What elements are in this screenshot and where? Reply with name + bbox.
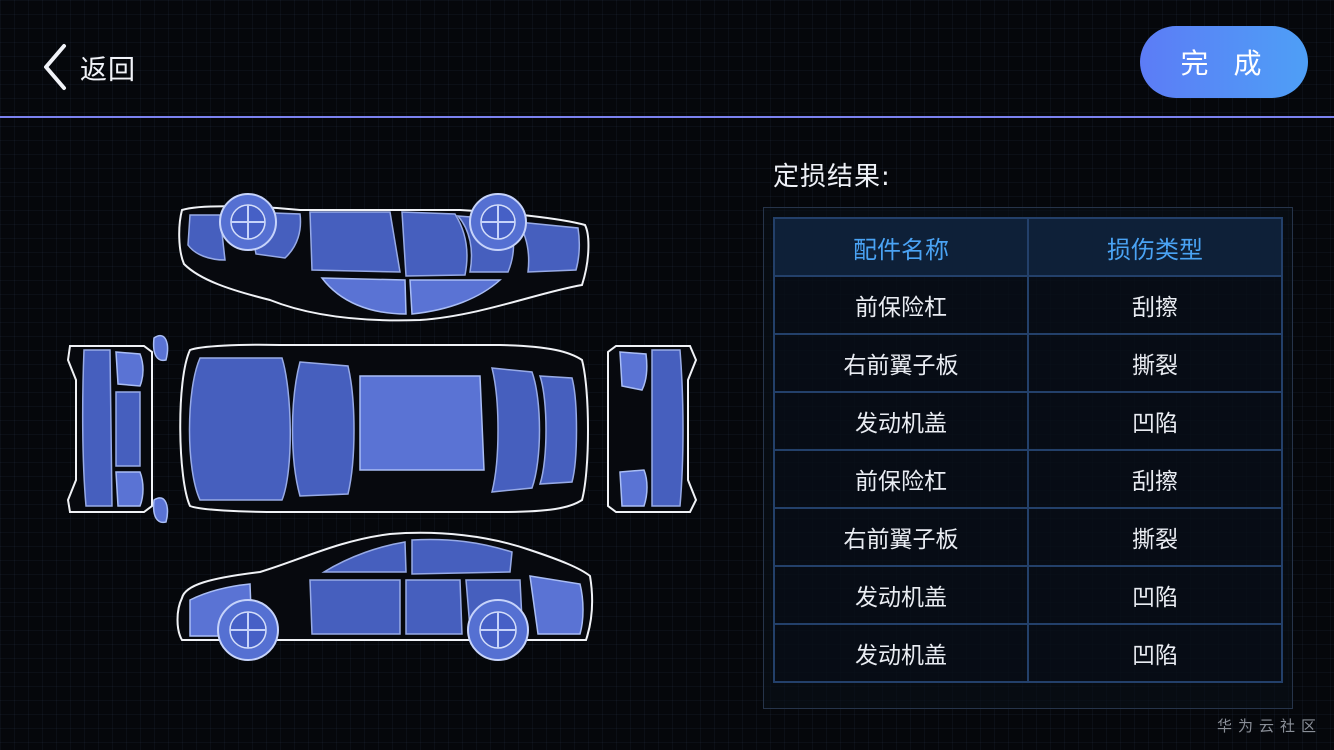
cell-part-name: 发动机盖 — [773, 391, 1029, 451]
car-side-view-top — [178, 193, 590, 322]
damage-result-table: 配件名称 损伤类型 前保险杠 刮擦 右前翼子板 撕裂 发动机盖 凹陷 前保险杠 … — [773, 217, 1283, 683]
cell-damage-type: 撕裂 — [1027, 507, 1283, 567]
cell-part-name: 右前翼子板 — [773, 507, 1029, 567]
cell-part-name: 前保险杠 — [773, 275, 1029, 335]
cell-part-name: 发动机盖 — [773, 623, 1029, 683]
table-row: 发动机盖 凹陷 — [773, 623, 1283, 683]
table-row: 发动机盖 凹陷 — [773, 391, 1283, 451]
car-roof-view — [179, 343, 589, 513]
cell-damage-type: 撕裂 — [1027, 333, 1283, 393]
damage-result-title: 定损结果: — [773, 162, 891, 192]
cell-damage-type: 凹陷 — [1027, 565, 1283, 625]
back-label: 返回 — [80, 54, 136, 86]
table-header-row: 配件名称 损伤类型 — [773, 217, 1283, 277]
done-button[interactable]: 完 成 — [1140, 26, 1308, 98]
watermark: 华为云社区 — [1216, 717, 1322, 735]
cell-part-name: 前保险杠 — [773, 449, 1029, 509]
table-row: 发动机盖 凹陷 — [773, 565, 1283, 625]
cell-damage-type: 刮擦 — [1027, 275, 1283, 335]
car-side-view-bottom — [176, 531, 594, 661]
cell-damage-type: 凹陷 — [1027, 391, 1283, 451]
cell-damage-type: 刮擦 — [1027, 449, 1283, 509]
car-damage-diagram: .outline { fill:#07090e; stroke:#f0f2f6;… — [66, 193, 698, 661]
top-bar: 返回 完 成 — [0, 0, 1334, 118]
column-header-part-name: 配件名称 — [773, 217, 1029, 277]
table-row: 右前翼子板 撕裂 — [773, 333, 1283, 393]
car-rear-view — [607, 345, 698, 513]
cell-damage-type: 凹陷 — [1027, 623, 1283, 683]
cell-part-name: 右前翼子板 — [773, 333, 1029, 393]
table-row: 前保险杠 刮擦 — [773, 275, 1283, 335]
cell-part-name: 发动机盖 — [773, 565, 1029, 625]
back-button[interactable]: 返回 — [40, 42, 136, 92]
car-front-view — [66, 335, 169, 524]
column-header-damage-type: 损伤类型 — [1027, 217, 1283, 277]
chevron-left-icon — [44, 44, 66, 90]
header-divider — [0, 116, 1334, 118]
table-row: 前保险杠 刮擦 — [773, 449, 1283, 509]
table-row: 右前翼子板 撕裂 — [773, 507, 1283, 567]
